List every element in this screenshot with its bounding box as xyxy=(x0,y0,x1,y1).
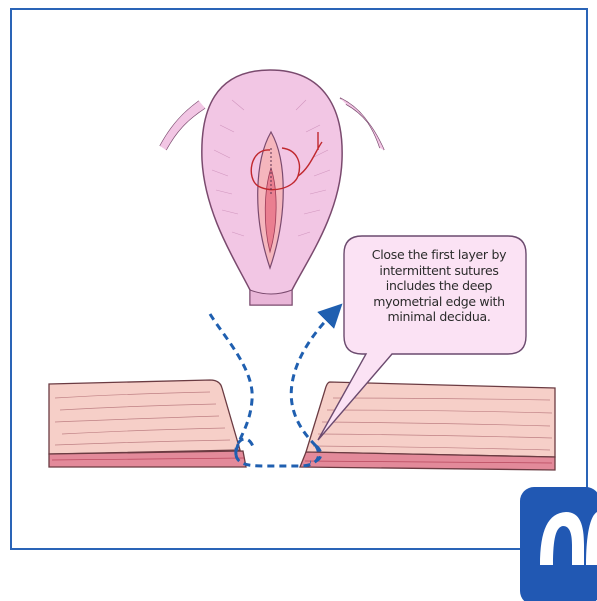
right-fallopian-tube xyxy=(340,98,384,150)
callout-line: intermittent sutures xyxy=(356,263,522,279)
callout-line: includes the deep xyxy=(356,278,522,294)
callout-line: Close the first layer by xyxy=(356,247,522,263)
uterine-wall-cross-section xyxy=(49,380,555,470)
callout-line: myometrial edge with xyxy=(356,294,522,310)
callout-text: Close the first layer by intermittent su… xyxy=(356,247,522,325)
left-myometrium xyxy=(49,380,240,454)
logo-text: MEDICAL V xyxy=(17,83,72,94)
logo-mark xyxy=(520,487,597,601)
callout-line: minimal decidua. xyxy=(356,309,522,325)
